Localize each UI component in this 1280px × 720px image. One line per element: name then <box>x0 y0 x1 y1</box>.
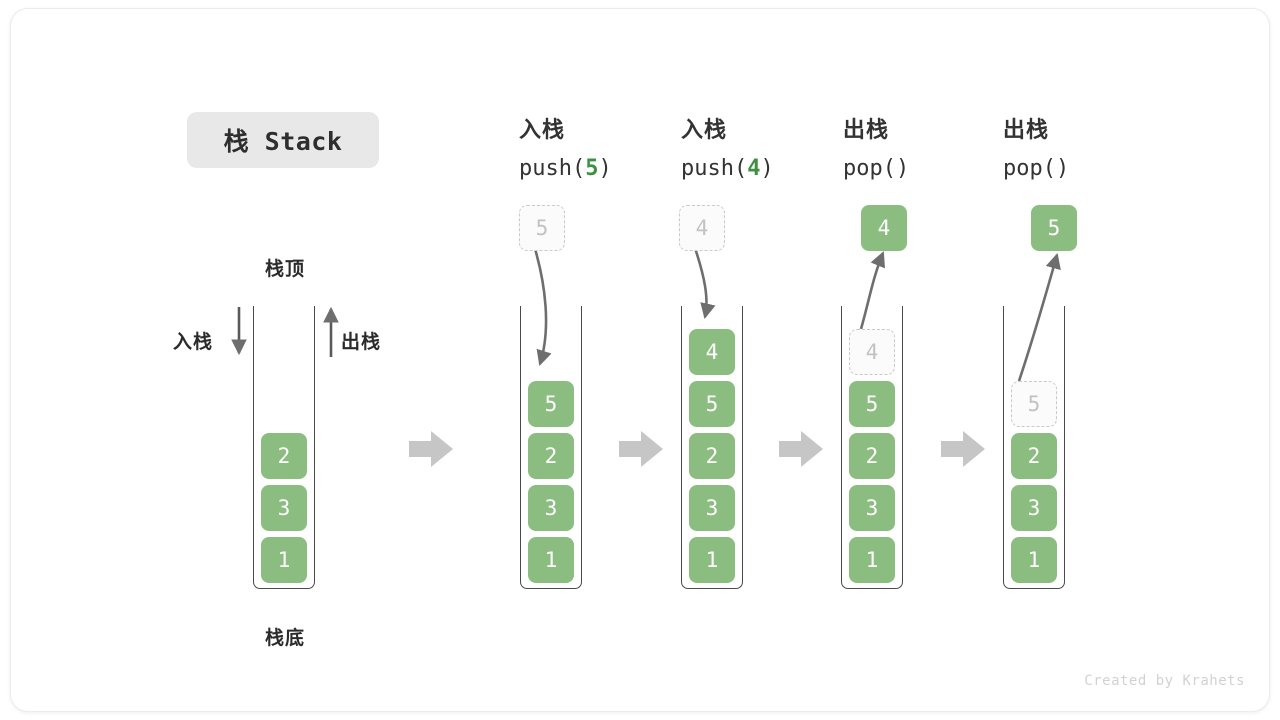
stack-tube <box>841 306 903 589</box>
stack-cell: 2 <box>261 433 307 479</box>
separator-arrow-3 <box>779 431 823 467</box>
stack-cell: 5 <box>849 381 895 427</box>
stack-cell: 2 <box>1011 433 1057 479</box>
stage-caption-cn: 入栈 <box>681 118 728 143</box>
stack-cell: 4 <box>689 329 735 375</box>
stack-tube <box>520 306 582 589</box>
fn-suffix: ) <box>760 156 774 181</box>
stack-tube <box>1003 306 1065 589</box>
fn-arg: 5 <box>585 156 599 181</box>
pop-direction-label: 出栈 <box>341 331 382 353</box>
stage-caption-1: 入栈 push(5) <box>519 112 612 188</box>
stage-caption-fn: pop() <box>843 150 909 188</box>
floating-cell: 4 <box>861 205 907 251</box>
stack-tube <box>681 306 743 589</box>
stage-caption-cn: 入栈 <box>519 118 566 143</box>
stage-caption-cn: 出栈 <box>1003 118 1050 143</box>
stage-caption-4: 出栈 pop() <box>1003 112 1069 188</box>
separator-arrow-4 <box>941 431 985 467</box>
stack-cell: 2 <box>528 433 574 479</box>
credit-text: Created by Krahets <box>1084 673 1245 689</box>
fn-prefix: push( <box>519 156 586 181</box>
floating-cell: 4 <box>679 205 725 251</box>
diagram-title: 栈 Stack <box>187 112 379 168</box>
stage-caption-3: 出栈 pop() <box>843 112 909 188</box>
stack-cell: 3 <box>528 485 574 531</box>
diagram-canvas: 栈 Stack <box>10 8 1270 712</box>
fn-suffix: ) <box>895 156 910 181</box>
stack-cell: 5 <box>1011 381 1057 427</box>
stack-cell: 2 <box>849 433 895 479</box>
stack-cell: 5 <box>528 381 574 427</box>
stack-cell: 3 <box>849 485 895 531</box>
stage-caption-fn: push(5) <box>519 150 612 188</box>
stack-tube <box>253 306 315 589</box>
floating-cell: 5 <box>519 205 565 251</box>
stage-caption-fn: pop() <box>1003 150 1069 188</box>
stack-cell: 3 <box>261 485 307 531</box>
stage-caption-2: 入栈 push(4) <box>681 112 774 188</box>
stack-cell: 1 <box>261 537 307 583</box>
stack-bottom-label: 栈底 <box>265 627 306 649</box>
stack-cell: 3 <box>689 485 735 531</box>
separator-arrow-1 <box>409 431 453 467</box>
stack-cell: 2 <box>689 433 735 479</box>
fn-prefix: push( <box>681 156 748 181</box>
fn-suffix: ) <box>1055 156 1070 181</box>
stack-cell: 1 <box>689 537 735 583</box>
fn-suffix: ) <box>598 156 612 181</box>
stage-caption-cn: 出栈 <box>843 118 890 143</box>
fn-arg: 4 <box>747 156 761 181</box>
stack-cell: 4 <box>849 329 895 375</box>
separator-arrow-2 <box>619 431 663 467</box>
stack-cell: 1 <box>528 537 574 583</box>
fn-prefix: pop( <box>843 156 896 181</box>
floating-cell: 5 <box>1031 205 1077 251</box>
stage-caption-fn: push(4) <box>681 150 774 188</box>
stack-cell: 3 <box>1011 485 1057 531</box>
stack-top-label: 栈顶 <box>265 258 306 280</box>
fn-prefix: pop( <box>1003 156 1056 181</box>
stack-cell: 1 <box>849 537 895 583</box>
push-direction-label: 入栈 <box>173 331 214 353</box>
stack-cell: 1 <box>1011 537 1057 583</box>
stack-cell: 5 <box>689 381 735 427</box>
